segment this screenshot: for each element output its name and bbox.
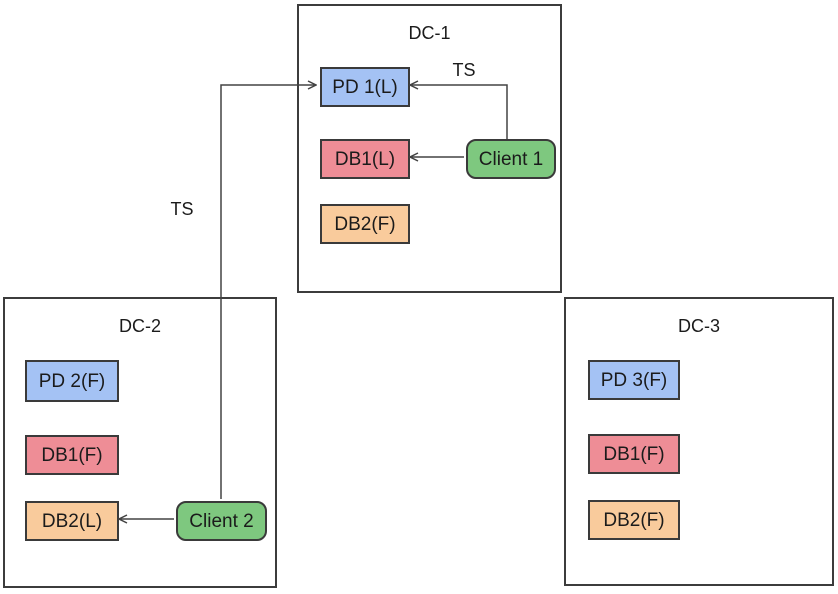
node-client1: Client 1 — [466, 139, 556, 179]
dc2-title: DC-2 — [118, 316, 161, 336]
node-pd3-label: PD 3(F) — [600, 369, 668, 391]
node-db1-dc3-label: DB1(F) — [603, 443, 665, 465]
node-pd2-label: PD 2(F) — [38, 370, 106, 392]
node-db2-leader: DB2(L) — [25, 501, 119, 541]
node-pd2-follower: PD 2(F) — [25, 360, 119, 402]
node-db1-follower-dc3: DB1(F) — [588, 434, 680, 474]
node-client2: Client 2 — [176, 501, 267, 541]
node-db1-follower-dc2: DB1(F) — [25, 435, 119, 475]
node-client1-label: Client 1 — [478, 148, 544, 170]
node-pd1-leader: PD 1(L) — [320, 67, 410, 107]
ts-label-client2: TS — [165, 200, 199, 218]
node-db1-leader: DB1(L) — [320, 139, 410, 179]
dc3-title: DC-3 — [677, 316, 720, 336]
node-db2-follower-dc1: DB2(F) — [320, 204, 410, 244]
node-db2-dc2-label: DB2(L) — [41, 510, 103, 532]
dc1-container: DC-1 PD 1(L) DB1(L) DB2(F) Client 1 — [297, 4, 562, 293]
node-db1-dc2-label: DB1(F) — [41, 444, 103, 466]
node-pd3-follower: PD 3(F) — [588, 360, 680, 400]
ts-label-client1: TS — [447, 61, 481, 79]
node-pd1-label: PD 1(L) — [332, 76, 398, 98]
node-db2-follower-dc3: DB2(F) — [588, 500, 680, 540]
node-db1-dc1-label: DB1(L) — [334, 148, 396, 170]
node-db2-dc1-label: DB2(F) — [334, 213, 396, 235]
dc2-container: DC-2 PD 2(F) DB1(F) DB2(L) Client 2 — [3, 297, 277, 588]
dc1-title: DC-1 — [408, 23, 451, 43]
dc3-container: DC-3 PD 3(F) DB1(F) DB2(F) — [564, 297, 834, 586]
node-client2-label: Client 2 — [189, 510, 254, 532]
node-db2-dc3-label: DB2(F) — [603, 509, 665, 531]
